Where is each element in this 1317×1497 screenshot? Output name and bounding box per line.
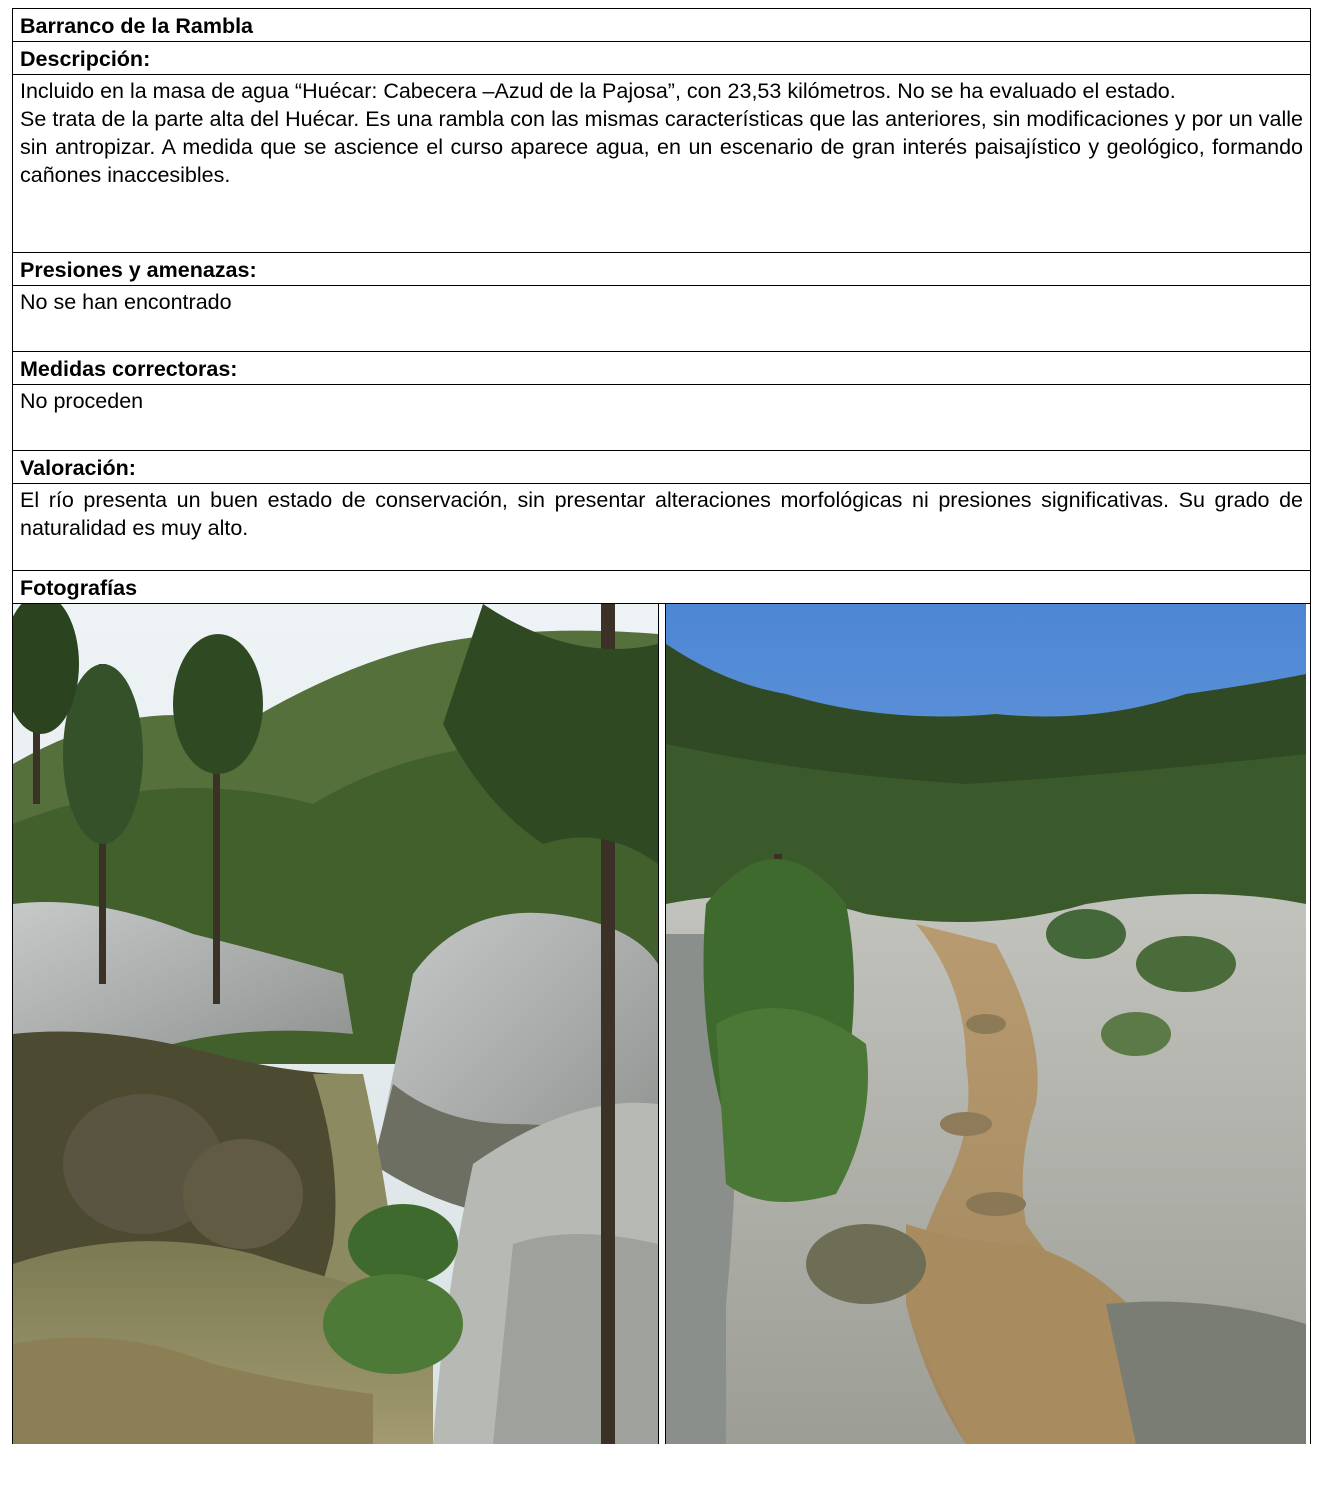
- descripcion-body: Incluido en la masa de agua “Huécar: Cab…: [13, 75, 1310, 253]
- photo-rambla: [665, 604, 1306, 1444]
- photo-gorge: [12, 604, 659, 1444]
- section-title: Barranco de la Rambla: [13, 9, 1310, 42]
- photo-gorge-image: [13, 604, 658, 1444]
- descripcion-paragraph: Se trata de la parte alta del Huécar. Es…: [20, 107, 1303, 187]
- ficha-table: Barranco de la Rambla Descripción: Inclu…: [12, 8, 1311, 1444]
- medidas-body: No proceden: [13, 385, 1310, 451]
- descripcion-heading: Descripción:: [13, 42, 1310, 75]
- presiones-heading: Presiones y amenazas:: [13, 253, 1310, 286]
- descripcion-paragraph: Incluido en la masa de agua “Huécar: Cab…: [20, 79, 1176, 103]
- photos-row: [12, 604, 1310, 1444]
- valoracion-body: El río presenta un buen estado de conser…: [13, 484, 1310, 571]
- medidas-heading: Medidas correctoras:: [13, 352, 1310, 385]
- presiones-body: No se han encontrado: [13, 286, 1310, 352]
- photo-rambla-image: [666, 604, 1306, 1444]
- fotografias-heading: Fotografías: [13, 571, 1310, 604]
- valoracion-heading: Valoración:: [13, 451, 1310, 484]
